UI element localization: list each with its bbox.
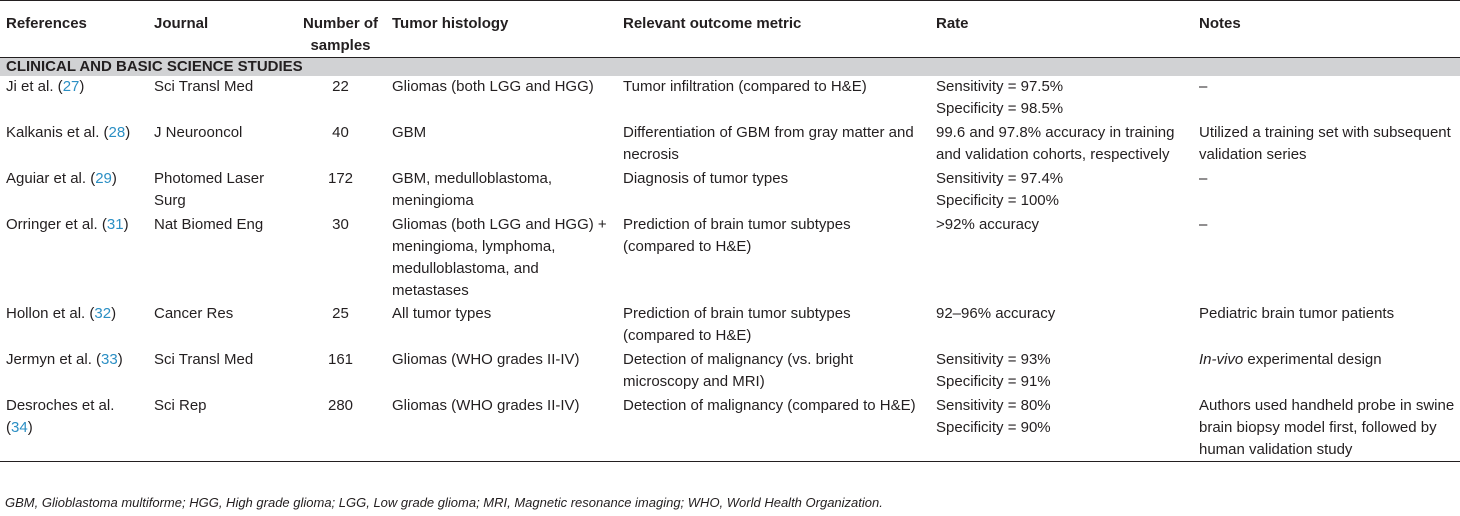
reference-link[interactable]: 34	[11, 419, 28, 436]
table-row: Jermyn et al. (33) Sci Transl Med 161 Gl…	[0, 349, 1460, 395]
metric-cell: Detection of malignancy (vs. bright micr…	[623, 351, 854, 390]
reference-cell: Aguiar et al. (29)	[6, 170, 117, 187]
samples-cell: 40	[332, 124, 349, 141]
journal-cell: Cancer Res	[154, 305, 234, 322]
histology-cell: Gliomas (both LGG and HGG)	[392, 78, 594, 95]
header-rate: Rate	[930, 0, 1193, 58]
table-row: Kalkanis et al. (28) J Neurooncol 40 GBM…	[0, 122, 1460, 168]
rate-cell: Sensitivity = 80%Specificity = 90%	[930, 395, 1193, 462]
metric-cell: Prediction of brain tumor subtypes (comp…	[623, 216, 851, 255]
metric-cell: Tumor infiltration (compared to H&E)	[623, 78, 867, 95]
samples-cell: 25	[332, 305, 349, 322]
journal-cell: Photomed Laser Surg	[154, 170, 265, 209]
table-row: Ji et al. (27) Sci Transl Med 22 Gliomas…	[0, 76, 1460, 122]
reference-cell: Desroches et al. (34)	[0, 395, 148, 462]
rate-cell: >92% accuracy	[936, 216, 1039, 233]
reference-link[interactable]: 33	[101, 351, 118, 368]
histology-cell: Gliomas (WHO grades II-IV)	[392, 351, 580, 368]
header-tumor-histology: Tumor histology	[386, 0, 617, 58]
header-journal: Journal	[148, 0, 295, 58]
reference-link[interactable]: 32	[94, 305, 112, 322]
notes-cell: –	[1199, 78, 1208, 95]
reference-link[interactable]: 31	[106, 216, 124, 233]
samples-cell: 22	[332, 78, 349, 95]
reference-cell: Jermyn et al. (33)	[6, 351, 123, 368]
rate-cell: 92–96% accuracy	[936, 305, 1056, 322]
samples-cell: 30	[332, 216, 349, 233]
studies-table: References Journal Number of samples Tum…	[0, 0, 1460, 462]
table-row: Orringer et al. (31) Nat Biomed Eng 30 G…	[0, 214, 1460, 303]
reference-link[interactable]: 29	[95, 170, 112, 187]
journal-cell: Sci Transl Med	[154, 78, 254, 95]
metric-cell: Diagnosis of tumor types	[623, 170, 789, 187]
metric-cell: Differentiation of GBM from gray matter …	[623, 124, 914, 163]
journal-cell: Nat Biomed Eng	[154, 216, 264, 233]
table-row: Aguiar et al. (29) Photomed Laser Surg 1…	[0, 168, 1460, 214]
notes-cell: –	[1199, 216, 1208, 233]
header-references: References	[0, 0, 148, 58]
rate-cell: 99.6 and 97.8% accuracy in training and …	[936, 124, 1175, 163]
metric-cell: Prediction of brain tumor subtypes (comp…	[623, 305, 851, 344]
header-row: References Journal Number of samples Tum…	[0, 0, 1460, 58]
histology-cell: Gliomas (both LGG and HGG) + meningioma,…	[392, 216, 607, 299]
header-number-of-samples: Number of samples	[295, 0, 386, 58]
section-label: CLINICAL AND BASIC SCIENCE STUDIES	[0, 57, 1460, 76]
histology-cell: GBM	[392, 124, 427, 141]
rate-cell: Sensitivity = 97.4%Specificity = 100%	[936, 170, 1064, 209]
reference-cell: Orringer et al. (31)	[6, 216, 129, 233]
reference-link[interactable]: 27	[62, 78, 80, 95]
rate-cell: Sensitivity = 93%Specificity = 91%	[936, 351, 1051, 390]
histology-cell: All tumor types	[392, 305, 492, 322]
samples-cell: 172	[327, 170, 354, 187]
rate-cell: Sensitivity = 97.5%Specificity = 98.5%	[936, 78, 1064, 117]
notes-cell: Pediatric brain tumor patients	[1199, 305, 1395, 322]
samples-cell: 280	[295, 395, 386, 462]
header-outcome-metric: Relevant outcome metric	[617, 0, 930, 58]
table-row: Hollon et al. (32) Cancer Res 25 All tum…	[0, 303, 1460, 349]
reference-cell: Kalkanis et al. (28)	[6, 124, 131, 141]
metric-cell: Detection of malignancy (compared to H&E…	[617, 395, 930, 462]
notes-cell: Utilized a training set with subsequent …	[1199, 124, 1451, 163]
section-row: CLINICAL AND BASIC SCIENCE STUDIES	[0, 57, 1460, 76]
journal-cell: J Neurooncol	[154, 124, 243, 141]
notes-cell: –	[1199, 170, 1208, 187]
reference-cell: Hollon et al. (32)	[6, 305, 117, 322]
reference-link[interactable]: 28	[108, 124, 126, 141]
notes-cell: In-vivo experimental design	[1199, 351, 1382, 368]
table-row: Desroches et al. (34) Sci Rep 280 Glioma…	[0, 395, 1460, 462]
histology-cell: GBM, medulloblastoma, meningioma	[392, 170, 553, 209]
journal-cell: Sci Rep	[148, 395, 295, 462]
histology-cell: Gliomas (WHO grades II-IV)	[386, 395, 617, 462]
header-notes: Notes	[1193, 0, 1460, 58]
notes-cell: Authors used handheld probe in swine bra…	[1193, 395, 1460, 462]
samples-cell: 161	[327, 351, 354, 368]
table-footnote: GBM, Glioblastoma multiforme; HGG, High …	[5, 495, 883, 510]
reference-cell: Ji et al. (27)	[6, 78, 85, 95]
journal-cell: Sci Transl Med	[154, 351, 254, 368]
